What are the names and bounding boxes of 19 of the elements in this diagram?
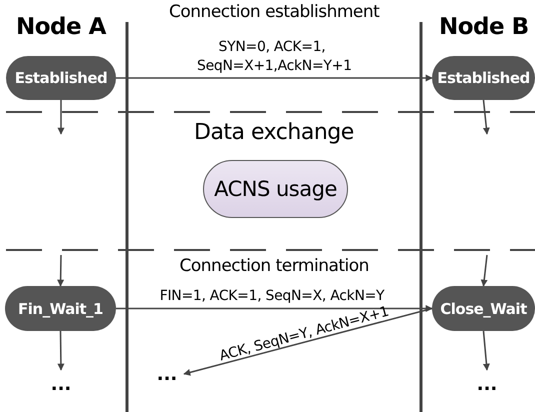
state-pill: Established	[6, 56, 116, 100]
arrow	[116, 74, 433, 82]
ellipsis-text: ...	[150, 360, 184, 388]
arrow	[480, 254, 488, 287]
edge-label: FIN=1, ACK=1, SeqN=X, AckN=Y	[158, 287, 386, 306]
arrow	[57, 330, 64, 371]
arrow	[183, 308, 432, 376]
state-pill: Established	[432, 56, 535, 100]
arrow	[482, 100, 490, 135]
ellipsis-text: ...	[470, 370, 504, 398]
phase-title: Data exchange	[194, 120, 354, 145]
process-pill: ACNS usage	[203, 160, 348, 218]
arrow	[482, 330, 490, 371]
arrow	[58, 100, 64, 135]
arrow	[116, 305, 433, 312]
state-pill: Fin_Wait_1	[5, 286, 116, 331]
arrow	[57, 254, 64, 287]
ellipsis-text: ...	[44, 370, 78, 398]
state-pill: Close_Wait	[432, 286, 535, 331]
